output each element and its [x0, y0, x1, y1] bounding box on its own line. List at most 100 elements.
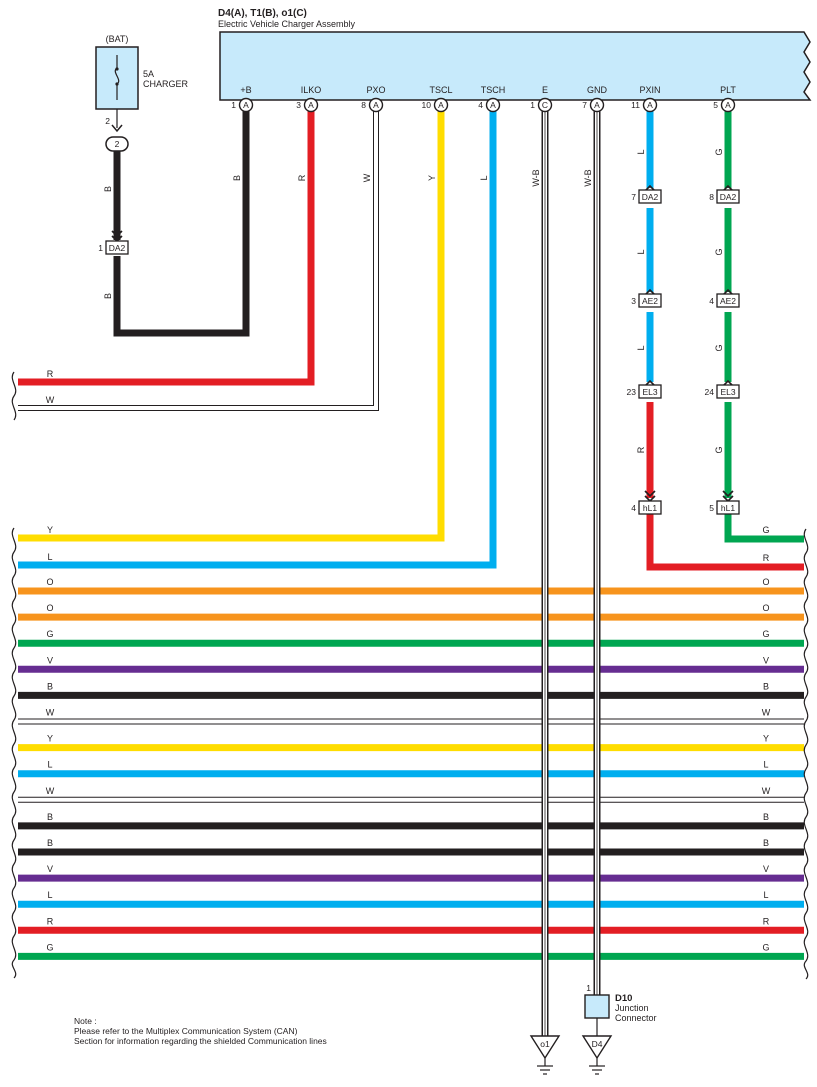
connector-name: EL3: [642, 387, 657, 397]
wire-pxin-end: [646, 512, 804, 571]
ground-o1-label: o1: [540, 1039, 550, 1049]
wire-label-pxin-2: L: [636, 249, 646, 254]
chevron-icon: [722, 288, 734, 296]
right-end-label-g: G: [762, 525, 769, 535]
harness-break-left: [11, 371, 17, 979]
terminal-name-e: E: [542, 85, 548, 95]
junction-2-label: 2: [115, 139, 120, 149]
harness-label-left: L: [47, 760, 52, 770]
pin-num-tsch: 4: [478, 100, 483, 110]
harness-label-left: G: [46, 629, 53, 639]
pin-conn-tsch: A: [490, 100, 496, 110]
wire-tsch: [18, 108, 497, 569]
harness-label-left: L: [47, 890, 52, 900]
junction-connector-name: D10: [615, 993, 632, 1004]
note-line-2: Section for information regarding the sh…: [74, 1036, 327, 1046]
harness-label-right: W: [762, 708, 771, 718]
terminal-name-pxo: PXO: [366, 85, 385, 95]
harness-left-label: R: [47, 369, 54, 379]
harness-label-left: R: [47, 916, 54, 926]
harness-label-right: V: [763, 864, 769, 874]
harness-label-left: G: [46, 942, 53, 952]
connector-name: DA2: [109, 243, 126, 253]
pin-num-pxo: 8: [361, 100, 366, 110]
junction-connector-box: [584, 994, 610, 1019]
harness-label-left: B: [47, 812, 53, 822]
wire-pxo: [18, 108, 379, 411]
wire-color-labels: B B B R W Y L W-B W-B L L L R G G G G: [103, 148, 724, 453]
connector-name: EL3: [720, 387, 735, 397]
connector-pin: 4: [631, 503, 636, 513]
wire-label-plt-3: G: [714, 344, 724, 351]
junction-connector-line2: Connector: [615, 1013, 657, 1023]
fuse-name: CHARGER: [143, 79, 189, 89]
connector-name: hL1: [721, 503, 735, 513]
ground-o1-triangle: [529, 1035, 561, 1060]
ground-o1: o1: [529, 1035, 561, 1075]
harness-label-left: W: [46, 786, 55, 796]
terminal-name-tsch: TSCH: [481, 85, 506, 95]
ground-d4-triangle: [581, 1035, 613, 1060]
connector-box: [716, 293, 740, 308]
wire-label-plt-4: G: [714, 446, 724, 453]
pin-conn-ilko: A: [308, 100, 314, 110]
harness-label-left: B: [47, 681, 53, 691]
harness-left-label: W: [46, 395, 55, 405]
diagram-subtitle: Electric Vehicle Charger Assembly: [218, 19, 356, 29]
chevron-icon: [644, 379, 656, 387]
chevron-icon: [644, 184, 656, 192]
connector-name: DA2: [720, 192, 737, 202]
pin-num-ilko: 3: [296, 100, 301, 110]
pin-num-plt: 5: [713, 100, 718, 110]
wire-label-gnd: W-B: [583, 169, 593, 186]
terminal-name-plt: PLT: [720, 85, 736, 95]
charger-assembly-box: [219, 31, 812, 101]
chevron-icon: [722, 490, 734, 498]
connector-box: [638, 293, 662, 308]
harness-label-left: B: [47, 838, 53, 848]
wire-label-pxin-1: L: [636, 149, 646, 154]
harness-label: L: [47, 552, 52, 562]
chevron-icon: [722, 379, 734, 387]
terminal-name-ilko: ILKO: [301, 85, 322, 95]
pin-num-e: 1: [530, 100, 535, 110]
connector-box: [716, 384, 740, 399]
pin-conn-gnd: A: [594, 100, 600, 110]
connector-pin: 1: [98, 243, 103, 253]
harness-label-left: O: [46, 577, 53, 587]
pin-circle-tscl: [433, 97, 449, 113]
fuse-icon-dot-bottom: [115, 82, 119, 86]
pin-conn-plt: A: [725, 100, 731, 110]
fuse-lead-arrow: [111, 124, 123, 133]
harness-label-left: V: [47, 864, 53, 874]
chevron-icon: [644, 288, 656, 296]
chevron-icon: [722, 184, 734, 192]
wire-bat-path: [113, 108, 250, 337]
ground-d4-label: D4: [592, 1039, 603, 1049]
pin-circle-gnd: [589, 97, 605, 113]
harness-label-left: O: [46, 603, 53, 613]
connector-pin: 4: [709, 296, 714, 306]
pin-conn-tscl: A: [438, 100, 444, 110]
connector-pin: 23: [627, 387, 637, 397]
harness-label-left: W: [46, 708, 55, 718]
pin-num-tscl: 10: [422, 100, 432, 110]
wire-label-pxin-3: L: [636, 345, 646, 350]
connector-box: [638, 500, 662, 515]
connector-pin: 24: [705, 387, 715, 397]
terminal-name-gnd: GND: [587, 85, 608, 95]
harness-label-right: L: [763, 890, 768, 900]
connector-box: [716, 189, 740, 204]
